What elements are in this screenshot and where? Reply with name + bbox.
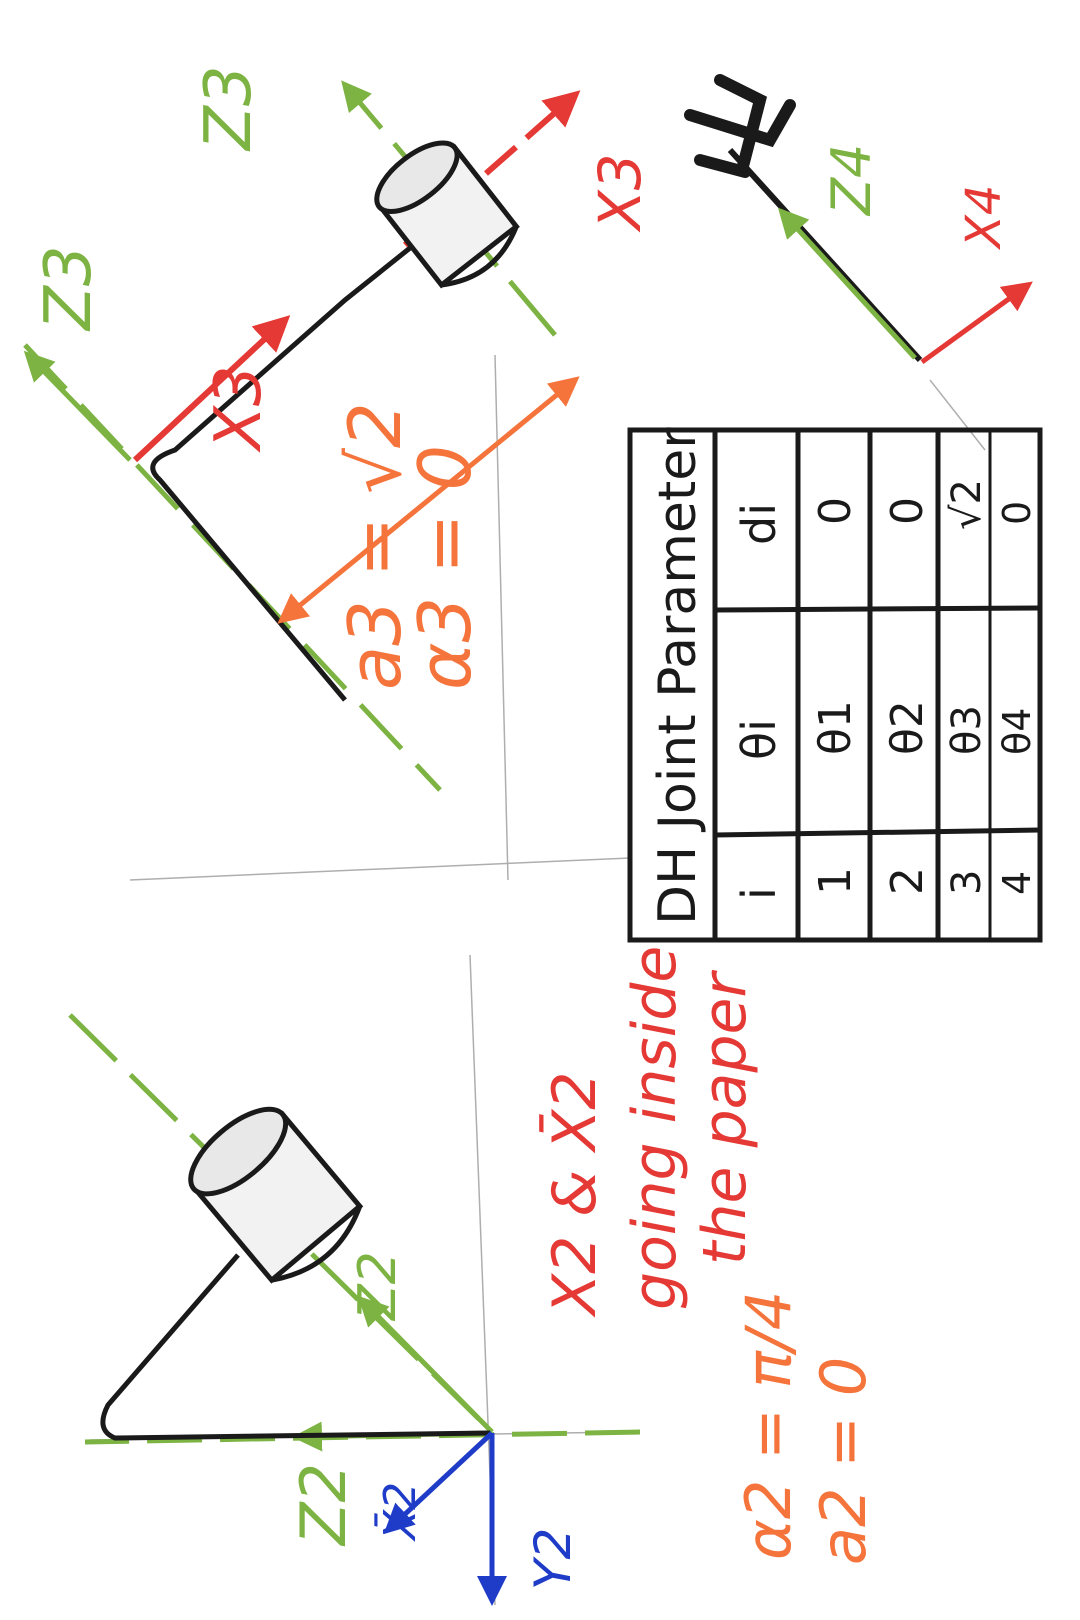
table-row2-theta: θ2 [882,700,933,755]
end-effector [684,74,1033,365]
label-alpha2: α2 = π/4 [732,1291,805,1560]
z2-axis-horiz [84,1429,641,1445]
table-row4-i: 4 [995,871,1039,895]
table-row1-theta: θ1 [810,700,861,755]
label-x3-top: X3 [586,153,654,233]
upper-link-body [150,238,422,702]
z3-axis-upper [341,80,557,337]
table-row1-d: 0 [810,497,861,525]
upper-joint-cylinder [374,140,520,289]
table-row2-d: 0 [882,497,933,525]
table-row3-theta: θ3 [944,705,990,755]
table-col-sep-1 [714,827,1041,838]
x3-arrow-mid [132,315,291,463]
table-row3-i: 3 [944,870,990,895]
lower-link-body [100,1253,491,1441]
z4-arrow [777,207,917,360]
z2-arrow-diag [357,1295,494,1434]
table-row3-d: √2 [944,479,990,530]
z3-arrow-left [23,350,132,462]
table-header-i: i [732,887,786,900]
label-z3-left: Z3 [32,245,106,332]
end-effector-link [727,147,923,363]
label-x3-mid: X3 [202,365,276,453]
x2-bar-arrow [383,1431,494,1535]
table-header-theta: θi [732,719,786,760]
table-header-d: di [732,503,786,545]
label-x2-note: X2 & X̄2 [538,1072,610,1319]
table-border [627,427,1043,943]
label-z3-top: Z3 [192,65,266,152]
table-row4-theta: θ4 [995,708,1039,755]
rotated-labels: Z3 Z3 X3 X3 Z4 X4 a3 = √2 α3 = 0 Z2 Z2 X… [32,65,1012,1590]
label-the-paper: the paper [690,970,760,1265]
label-a2: a2 = 0 [807,1357,880,1565]
table-row4-d: 0 [995,501,1039,525]
gripper-icon [684,74,796,178]
label-z2-bottom: Z2 [287,1463,360,1547]
label-y2: Y2 [524,1528,582,1590]
table-row2-i: 2 [882,867,933,895]
table-title: DH Joint Parameter [648,427,708,925]
lower-joint-cylinder [188,1106,364,1284]
label-z2-axis: Z2 [348,1251,408,1322]
label-x2-bar: X̄2 [373,1482,426,1542]
a3-dimension-arrow [277,376,580,624]
label-going-inside: going inside [620,946,690,1310]
table-row1-i: 1 [810,867,861,895]
dh-parameter-table: DH Joint Parameter i θi di 1 θ1 0 2 θ2 0… [627,427,1043,943]
label-x4: X4 [956,185,1012,251]
label-alpha3: α3 = 0 [403,445,487,690]
upper-linkage [23,80,581,792]
table-col-sep-2 [714,605,1041,613]
label-a3: a3 = √2 [333,402,417,690]
lower-linkage [68,1013,641,1606]
x4-arrow [920,281,1033,365]
label-z4: Z4 [820,144,883,217]
